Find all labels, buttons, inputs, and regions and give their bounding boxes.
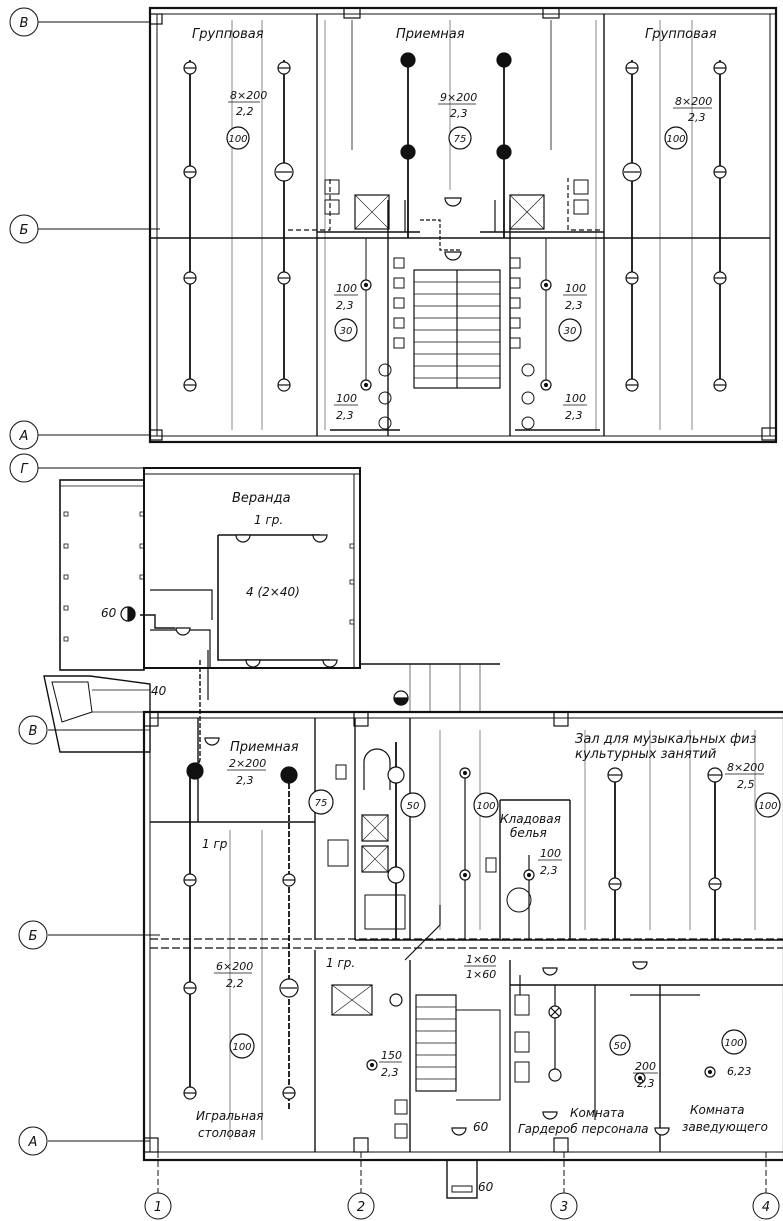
top-plan-walls <box>148 6 778 444</box>
annotation-text: 100 <box>666 134 685 145</box>
room-label: Веранда <box>232 491 291 506</box>
bottom-plan-fixtures <box>120 534 781 1136</box>
annotation-text: 2,3 <box>565 299 583 312</box>
annotation-text: 8×200 <box>727 761 764 774</box>
annotation-text: 75 <box>454 134 467 145</box>
annotation-text: 100 <box>336 392 357 405</box>
room-label: Комната <box>690 1103 744 1117</box>
annotation-text: 2,3 <box>336 299 354 312</box>
annotation-text: 30 <box>564 326 577 337</box>
annotation-text: 2,2 <box>226 977 244 990</box>
annotation-text: 50 <box>614 1041 627 1052</box>
annotation-text: 1×60 <box>466 953 496 966</box>
room-label: заведующего <box>682 1120 768 1134</box>
axis-label: Б <box>29 929 38 944</box>
annotation-text: 2×200 <box>229 757 266 770</box>
axis-label: 3 <box>560 1200 568 1215</box>
room-labels: Групповая Приемная Групповая Веранда При… <box>192 27 768 1140</box>
annotation-text: 2,3 <box>236 774 254 787</box>
incandescent-lamp-filled-icon <box>186 762 298 784</box>
axis-label: 1 <box>154 1200 162 1215</box>
annotation-text: 9×200 <box>440 91 477 104</box>
annotation-text: 2,3 <box>637 1077 655 1090</box>
axis-label: 4 <box>762 1200 770 1215</box>
room-label: Групповая <box>645 27 717 42</box>
annotation-text: 2,3 <box>540 864 558 877</box>
room-label: Приемная <box>396 27 465 42</box>
annotation-text: 1 гр <box>202 837 228 851</box>
bottom-plan-wiring <box>140 534 783 1120</box>
room-label: Гардероб персонала <box>518 1122 649 1136</box>
annotation-text: 2,3 <box>688 111 706 124</box>
annotation-text: 8×200 <box>230 89 267 102</box>
annotation-text: 60 <box>478 1180 494 1194</box>
annotation-text: 2,3 <box>336 409 354 422</box>
incandescent-lamp-filled-icon <box>400 52 512 160</box>
annotation-text: 75 <box>315 798 328 809</box>
lighting-annotations: 8×200 2,2 100 9×200 2,3 75 8×200 2,3 100… <box>101 89 778 1194</box>
annotation-text: 150 <box>381 1049 402 1062</box>
ceiling-lamp-icon <box>120 534 716 1136</box>
room-label: Зал для музыкальных физ <box>575 732 757 747</box>
axis-label: Г <box>20 462 29 477</box>
annotation-text: 100 <box>758 801 777 812</box>
axis-label: А <box>19 429 29 444</box>
axis-label: В <box>29 724 38 739</box>
annotation-text: 2,3 <box>381 1066 399 1079</box>
annotation-text: 4 (2×40) <box>246 585 300 599</box>
annotation-text: 40 <box>151 684 167 698</box>
room-label: столовая <box>198 1126 256 1140</box>
annotation-text: 1 гр. <box>326 956 355 970</box>
annotation-text: 2,3 <box>565 409 583 422</box>
annotation-text: 100 <box>228 134 247 145</box>
wall-lamp-icon <box>360 197 552 391</box>
annotation-text: 50 <box>407 801 420 812</box>
annotation-text: 100 <box>476 801 495 812</box>
room-label: Комната <box>570 1106 624 1120</box>
annotation-text: 1 гр. <box>254 513 283 527</box>
fluorescent-lamp-icon <box>183 767 723 1100</box>
annotation-text: 2,3 <box>450 107 468 120</box>
annotation-text: 6×200 <box>216 960 253 973</box>
top-plan-wiring <box>150 55 770 390</box>
axis-label: В <box>20 16 29 31</box>
room-label: Групповая <box>192 27 264 42</box>
annotation-text: 30 <box>340 326 353 337</box>
annotation-text: 2,5 <box>737 778 755 791</box>
grid-axes <box>9 7 780 1220</box>
top-plan-fixtures <box>183 52 727 392</box>
room-label: Приемная <box>230 740 299 755</box>
annotation-text: 2,2 <box>236 105 254 118</box>
annotation-text: 6,23 <box>727 1065 752 1078</box>
annotation-text: 60 <box>101 606 117 620</box>
room-label: Игральная <box>196 1109 263 1123</box>
fluorescent-lamp-icon <box>183 61 727 392</box>
axis-label: 2 <box>357 1200 365 1215</box>
room-label: Кладовая <box>500 812 561 826</box>
axis-label: Б <box>20 223 29 238</box>
axis-label: А <box>28 1135 38 1150</box>
annotation-text: 100 <box>336 282 357 295</box>
annotation-text: 100 <box>540 847 561 860</box>
room-label: белья <box>510 826 547 840</box>
annotation-text: 60 <box>473 1120 489 1134</box>
annotation-text: 200 <box>635 1060 656 1073</box>
annotation-text: 1×60 <box>466 968 496 981</box>
annotation-text: 100 <box>565 392 586 405</box>
annotation-text: 100 <box>232 1042 251 1053</box>
bottom-plan-walls <box>43 467 783 1199</box>
grid-axis-labels: В Б А Г В Б А 1 2 3 4 <box>19 16 771 1215</box>
annotation-text: 100 <box>565 282 586 295</box>
room-label: культурных занятий <box>575 747 716 762</box>
annotation-text: 8×200 <box>675 95 712 108</box>
annotation-text: 100 <box>724 1038 743 1049</box>
